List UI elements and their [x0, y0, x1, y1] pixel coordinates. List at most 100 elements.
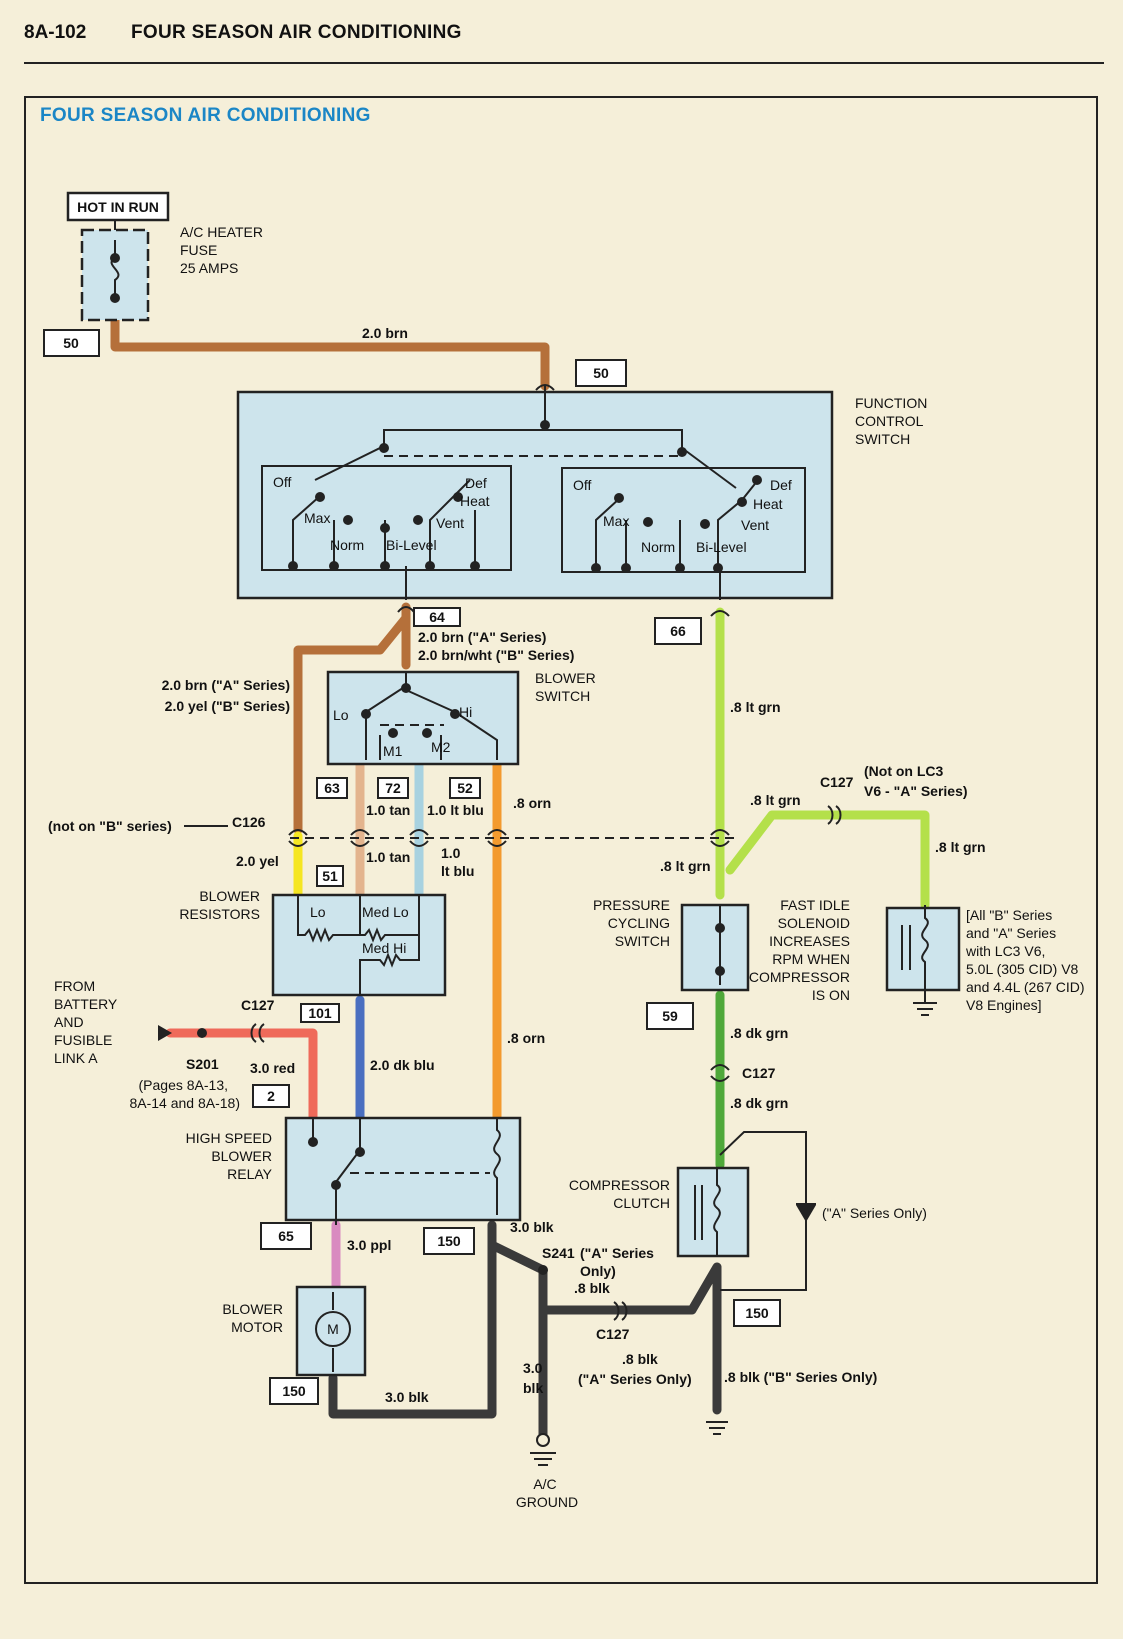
- left-bilevel-label: Bi-Level: [386, 537, 437, 553]
- page-number: 8A-102: [24, 22, 87, 43]
- circuit-tag-64: [413, 607, 461, 627]
- pressure-switch-label-3: SWITCH: [615, 933, 670, 949]
- wire-label-64a: 2.0 brn ("A" Series): [418, 629, 546, 645]
- wire-2-red: [165, 1028, 318, 1123]
- compressor-clutch: COMPRESSOR CLUTCH ("A" Series Only): [569, 1166, 927, 1435]
- fast-idle-applic-3: with LC3 V6,: [965, 943, 1045, 959]
- wire-label-2brn: 2.0 brn: [362, 325, 408, 341]
- circuit-tag-51: [316, 865, 344, 887]
- blower-resistors-label-2: RESISTORS: [179, 906, 260, 922]
- wire-label-notlc3-2: V6 - "A" Series): [864, 783, 968, 799]
- circuit-tags: 50 50 64 66 63 72 52 51 101 2 59 65 150 …: [43, 329, 781, 1405]
- function-control-label-2: CONTROL: [855, 413, 924, 429]
- circuit-tag-52: [449, 777, 481, 799]
- circuit-150a: 150: [437, 1233, 461, 1249]
- pressure-cycling-switch: PRESSURE CYCLING SWITCH: [593, 897, 750, 992]
- circuit-tag-66: [654, 617, 702, 645]
- wire-label-ppl: 3.0 ppl: [347, 1237, 391, 1253]
- fuse-label-3: 25 AMPS: [180, 260, 238, 276]
- wire-label-tan-upper: 1.0 tan: [366, 802, 410, 818]
- battery-label-2: BATTERY: [54, 996, 118, 1012]
- connector-labels: C126 (not on "B" series) C127 C127 C127 …: [48, 774, 854, 1342]
- circuit-63: 63: [324, 780, 340, 796]
- wire-label-blk-ground-2: blk: [523, 1380, 543, 1396]
- wire-label-blk-s241: .8 blk: [574, 1280, 610, 1296]
- right-bilevel-label: Bi-Level: [696, 539, 747, 555]
- circuit-tag-50a: [43, 329, 100, 357]
- circuit-50b: 50: [593, 365, 609, 381]
- wire-label-orn-upper: .8 orn: [513, 795, 551, 811]
- blower-motor: M BLOWER MOTOR: [222, 1285, 367, 1377]
- fast-idle-name-1: FAST IDLE: [780, 897, 850, 913]
- circuit-50a: 50: [63, 335, 79, 351]
- wire-label-dkgrn-1: .8 dk grn: [730, 1025, 788, 1041]
- fast-idle-applic-5: and 4.4L (267 CID): [966, 979, 1085, 995]
- wire-label-ltblu-lower-2: lt blu: [441, 863, 474, 879]
- wire-blk-c127: [538, 1262, 722, 1415]
- wire-label-blk-motor: 3.0 blk: [385, 1389, 429, 1405]
- wire-label-red: 3.0 red: [250, 1060, 295, 1076]
- circuit-65: 65: [278, 1228, 294, 1244]
- right-norm-label: Norm: [641, 539, 675, 555]
- circuit-tag-72: [377, 777, 409, 799]
- circuit-150c: 150: [282, 1383, 306, 1399]
- fast-idle-solenoid-box: [885, 906, 961, 992]
- c127-red-connector: [250, 1023, 265, 1043]
- blower-switch-label-2: SWITCH: [535, 688, 590, 704]
- wire-63-brn: [293, 613, 411, 835]
- blower-m1-label: M1: [383, 743, 403, 759]
- wire-label-blk-ground-1: 3.0: [523, 1360, 543, 1376]
- wire-label-64b: 2.0 brn/wht ("B" Series): [418, 647, 574, 663]
- resistor-medhi-label: Med Hi: [362, 940, 406, 956]
- motor-symbol: M: [327, 1321, 339, 1337]
- fast-idle-applic-1: [All "B" Series: [966, 907, 1052, 923]
- connector-c127-red: C127: [241, 997, 275, 1013]
- circuit-tag-50b: [575, 359, 627, 387]
- wire-labels: 2.0 brn 2.0 brn ("A" Series) 2.0 brn/wht…: [162, 325, 986, 1405]
- wire-label-ltgrn-c127: .8 lt grn: [750, 792, 801, 808]
- function-control-label-3: SWITCH: [855, 431, 910, 447]
- page-header: 8A-102 FOUR SEASON AIR CONDITIONING: [24, 22, 1104, 64]
- circuit-tag-2: [252, 1084, 290, 1108]
- relay-label-3: RELAY: [227, 1166, 273, 1182]
- blower-switch-box: [326, 670, 520, 766]
- battery-label-3: AND: [54, 1014, 84, 1030]
- wire-ltgrn-fastidle: [725, 810, 930, 910]
- relay-label-1: HIGH SPEED: [186, 1130, 272, 1146]
- s201-splice: [197, 1028, 207, 1038]
- battery-label-1: FROM: [54, 978, 95, 994]
- pressure-switch-label-1: PRESSURE: [593, 897, 670, 913]
- diagram-title: FOUR SEASON AIR CONDITIONING: [40, 105, 371, 126]
- blower-switch: Lo Hi M1 M2 BLOWER SWITCH: [326, 670, 596, 766]
- connector-c126-note: (not on "B" series): [48, 818, 172, 834]
- relay-box: [284, 1116, 522, 1222]
- fast-idle-applic-6: V8 Engines]: [966, 997, 1042, 1013]
- wire-label-blk-b: .8 blk ("B" Series Only): [724, 1369, 877, 1385]
- connector-c126: C126: [232, 814, 266, 830]
- fuse-label-2: FUSE: [180, 242, 217, 258]
- splice-s201-pages-2: 8A-14 and 8A-18): [129, 1095, 240, 1111]
- connector-c127-top: C127: [820, 774, 854, 790]
- resistor-lo-label: Lo: [310, 904, 326, 920]
- splice-s241-note-2: Only): [580, 1263, 616, 1279]
- left-def-label: Def: [465, 475, 487, 491]
- circuit-tag-59: [646, 1002, 694, 1030]
- wire-label-blk-c127-note: ("A" Series Only): [578, 1371, 692, 1387]
- fast-idle-name-2: SOLENOID: [778, 915, 850, 931]
- wire-label-blk-c127: .8 blk: [622, 1351, 658, 1367]
- function-control-switch: Off Max Norm Bi-Level Vent Heat Def Off …: [236, 386, 927, 600]
- splice-s201: S201: [186, 1056, 219, 1072]
- compressor-clutch-box: [676, 1166, 750, 1258]
- circuit-150b: 150: [745, 1305, 769, 1321]
- fuse-label-1: A/C HEATER: [180, 224, 263, 240]
- fast-idle-note-4: IS ON: [812, 987, 850, 1003]
- connector-c127-dkgrn: C127: [742, 1065, 776, 1081]
- fast-idle-applic-2: and "A" Series: [966, 925, 1056, 941]
- battery-source: FROM BATTERY AND FUSIBLE LINK A: [54, 978, 265, 1066]
- circuit-tag-150b: [733, 1299, 781, 1327]
- blower-m2-label: M2: [431, 739, 451, 755]
- circuit-2: 2: [267, 1088, 275, 1104]
- clutch-label-2: CLUTCH: [613, 1195, 670, 1211]
- blower-resistors-label-1: BLOWER: [199, 888, 260, 904]
